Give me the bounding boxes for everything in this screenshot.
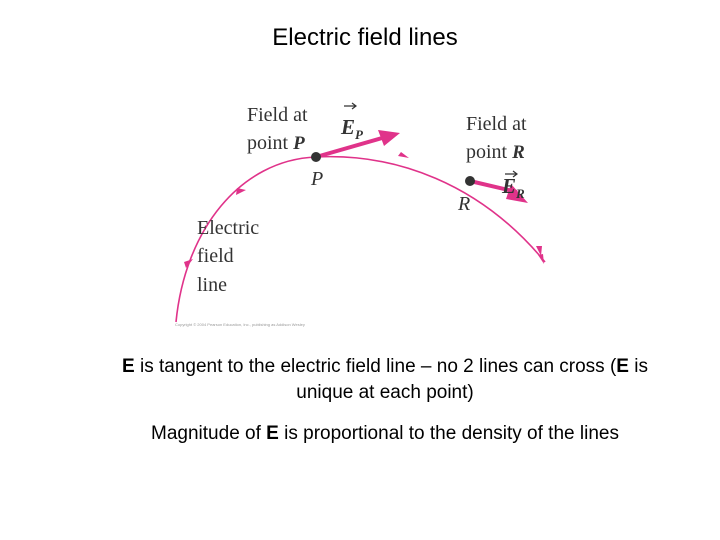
vector-er-letter: E	[501, 174, 516, 198]
tangent-statement: E is tangent to the electric field line …	[120, 354, 650, 406]
point-p-name: P	[310, 168, 323, 190]
vector-ep-overarrow-icon	[344, 102, 357, 110]
field-line-arrow-icon	[538, 254, 544, 264]
slide-title: Electric field lines	[272, 24, 458, 51]
vector-er-arrowhead-icon	[506, 184, 528, 203]
field-at-point-p-label-line1: Field at	[247, 104, 308, 126]
vector-ep	[315, 136, 383, 159]
tangent-statement-text-2: is unique at each point)	[296, 356, 648, 403]
vector-e-bold: E	[122, 356, 135, 377]
point-r-name: R	[457, 193, 470, 215]
point-p-label-letter: P	[292, 133, 305, 154]
vector-ep-label: EP	[340, 115, 364, 142]
field-line-arrow-icon	[536, 246, 542, 256]
magnitude-statement: Magnitude of E is proportional to the de…	[120, 421, 650, 447]
field-at-point-r-label-line1: Field at	[466, 113, 527, 135]
field-line-arrow-icon	[184, 259, 193, 268]
electric-field-line-label-1: Electric	[197, 217, 259, 239]
magnitude-statement-text-2: is proportional to the density of the li…	[278, 423, 619, 444]
tangent-statement-text-1: is tangent to the electric field line – …	[134, 356, 617, 377]
vector-er-overarrow-icon	[505, 170, 518, 178]
magnitude-statement-text-1: Magnitude of	[151, 423, 267, 444]
copyright-note: Copyright © 2004 Pearson Education, Inc.…	[175, 322, 305, 327]
point-r-label-letter: R	[511, 142, 525, 163]
point-r-dot	[465, 176, 475, 186]
point-r-label-word: point	[466, 141, 508, 163]
vector-ep-arrowhead-icon	[378, 130, 400, 146]
electric-field-line-label-3: line	[197, 274, 227, 296]
electric-field-line-label-2: field	[197, 245, 234, 267]
vector-e-bold: E	[616, 356, 629, 377]
point-p-dot	[311, 152, 321, 162]
vector-e-bold: E	[266, 423, 279, 444]
vector-ep-subscript: P	[355, 127, 364, 142]
field-line-arrow-icon	[236, 188, 246, 195]
field-line-arrow-icon	[398, 152, 409, 158]
vector-er-label: ER	[501, 174, 525, 201]
point-p-label-word: point	[247, 132, 289, 154]
vector-ep-letter: E	[340, 115, 355, 139]
electric-field-line	[175, 155, 546, 323]
vector-er-subscript: R	[515, 186, 525, 201]
